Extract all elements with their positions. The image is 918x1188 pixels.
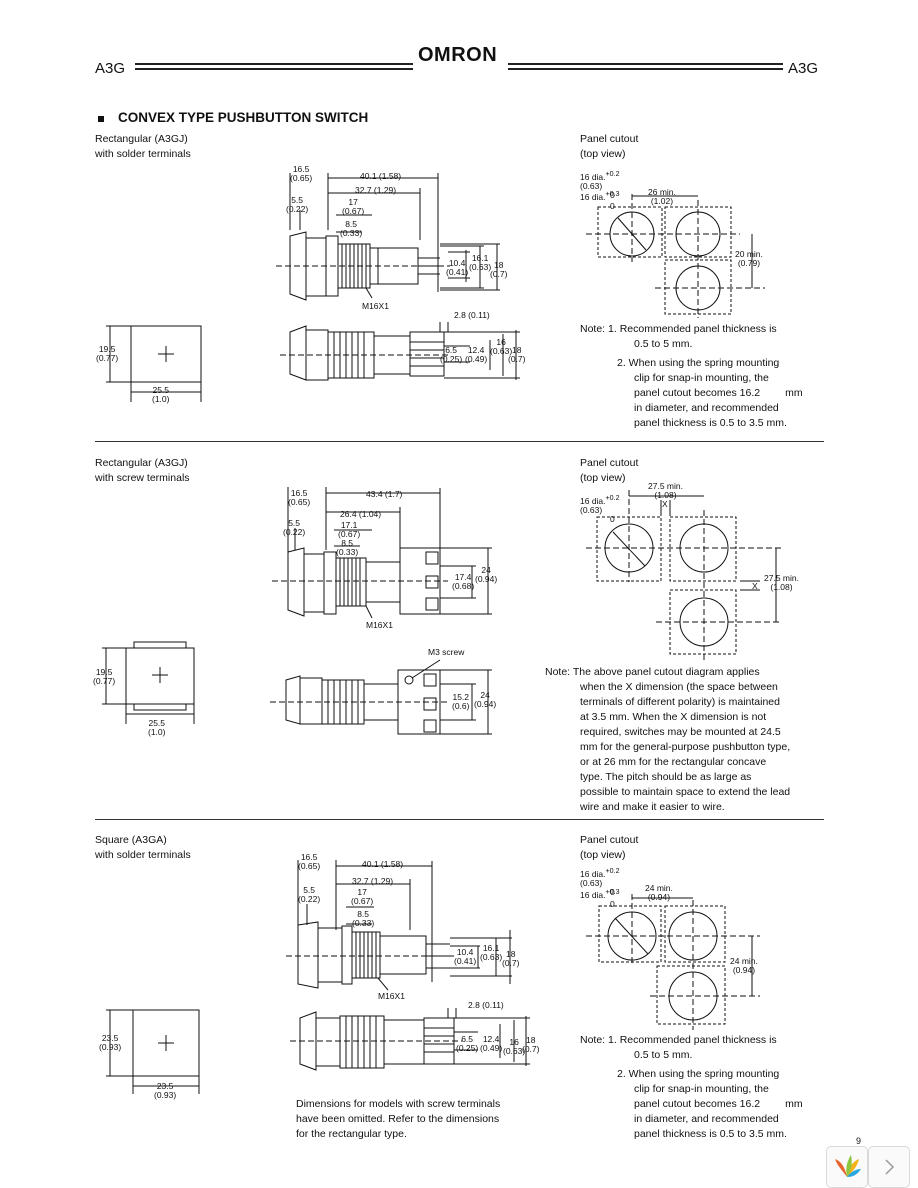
s3-label: Square (A3GA) with solder terminals: [95, 834, 191, 861]
s2-cutout-label: Panel cutout (top view): [580, 457, 639, 484]
s2-cutout-27-5: 27.5 min.(1.08): [648, 481, 683, 500]
omron-logo: OMRON: [418, 44, 498, 66]
s2-dim-8-5: 8.5(0.33): [336, 538, 359, 557]
s1-cutout-20: 20 min.(0.79): [735, 249, 763, 268]
s2-cutout-x: X: [662, 499, 668, 509]
s1-dim-16: 16(0.63): [490, 337, 513, 356]
s3-cutout-label: Panel cutout (top view): [580, 834, 639, 861]
header-rule-left: [135, 63, 413, 65]
s3-cutout-24: 24 min.(0.94): [645, 883, 673, 902]
flower-logo-icon: [835, 1155, 861, 1177]
s1-dim-16-5: 16.5(0.65): [290, 164, 313, 183]
s1-thread-label: M16X1: [362, 301, 389, 311]
s2-label: Rectangular (A3GJ) with screw terminals: [95, 457, 190, 484]
s1-front-height: 19.5(0.77): [96, 344, 119, 363]
s3-front-width: 23.5(0.93): [154, 1081, 177, 1100]
s1-label: Rectangular (A3GJ) with solder terminals: [95, 133, 191, 160]
chevron-right-icon: [885, 1159, 895, 1175]
next-page-button[interactable]: [868, 1146, 910, 1188]
header-rule-right: [508, 63, 783, 65]
s3-dim-32-7: 32.7 (1.29): [352, 876, 394, 886]
s2-dim-17-4: 17.4(0.68): [452, 572, 475, 591]
s1-dim-5-5: 5.5(0.22): [286, 195, 309, 214]
s3-cutout-16a: 16 dia.+0.2(0.63)0: [580, 867, 620, 897]
s2-dim-43-4: 43.4 (1.7): [366, 489, 403, 499]
s3-dim-12-4: 12.4(0.49): [480, 1034, 503, 1053]
s1-cutout-label: Panel cutout (top view): [580, 133, 639, 160]
section-divider-1: [95, 441, 824, 442]
header-code-right: A3G: [788, 60, 819, 77]
s3-cutout-24b: 24 min.(0.94): [730, 956, 758, 975]
s1-dim-2-8: 2.8 (0.11): [454, 310, 490, 320]
page-number: 9: [856, 1136, 862, 1146]
s2-cutout-27-5b: 27.5 min.(1.08): [764, 573, 799, 592]
header-code-left: A3G: [95, 60, 126, 77]
header-rule-left-2: [135, 68, 413, 70]
s3-dim-5-5: 5.5(0.22): [298, 885, 321, 904]
s2-front-height: 19.5(0.77): [93, 667, 116, 686]
s3-dim-2-8: 2.8 (0.11): [468, 1000, 504, 1010]
viewer-logo-button[interactable]: [826, 1146, 868, 1188]
s3-thread-label: M16X1: [378, 991, 405, 1001]
s3-front-height: 23.5(0.93): [99, 1033, 122, 1052]
s1-dim-10-4: 10.4(0.41): [446, 258, 469, 277]
s1-dim-16-1: 16.1(0.63): [469, 253, 492, 272]
s2-m3-screw: M3 screw: [428, 647, 465, 657]
s3-dim-18: 18(0.7): [502, 949, 520, 968]
s1-dim-6-5: 6.5(0.25): [440, 345, 463, 364]
s3-dim-10-4: 10.4(0.41): [454, 947, 477, 966]
s3-dim-8-5: 8.5(0.33): [352, 909, 375, 928]
s2-cutout-16a: 16 dia.+0.2(0.63)0: [580, 494, 620, 524]
s2-dim-24b: 24(0.94): [474, 690, 497, 709]
s1-front-width: 25.5(1.0): [152, 385, 170, 404]
s1-dim-12-4: 12.4(0.49): [465, 345, 488, 364]
s3-notes: Note: 1. Recommended panel thickness is …: [580, 1034, 803, 1140]
s2-dim-17-1: 17.1(0.67): [338, 520, 361, 539]
s2-dim-5-5: 5.5(0.22): [283, 518, 306, 537]
s1-dim-40-1: 40.1 (1.58): [360, 171, 402, 181]
s2-notes: Note: The above panel cutout diagram app…: [545, 666, 791, 813]
s1-dim-8-5: 8.5(0.33): [340, 219, 363, 238]
s1-dim-17: 17(0.67): [342, 197, 365, 216]
s3-dim-16: 16(0.63): [503, 1037, 526, 1056]
s1-dim-18: 18(0.7): [490, 260, 508, 279]
s3-omitted-note: Dimensions for models with screw termina…: [296, 1098, 501, 1140]
s2-thread-label: M16X1: [366, 620, 393, 630]
header-rule-right-2: [508, 68, 783, 70]
s2-cutout-xb: X: [752, 581, 758, 591]
s3-dim-18b: 18(0.7): [522, 1035, 540, 1054]
title-bullet: [98, 116, 104, 122]
s3-dim-16-5: 16.5(0.65): [298, 852, 321, 871]
s2-dim-15-2: 15.2(0.6): [452, 692, 470, 711]
s3-dim-17: 17(0.67): [351, 887, 374, 906]
s1-dim-32-7: 32.7 (1.29): [355, 185, 397, 195]
s2-dim-26-4: 26.4 (1.04): [340, 509, 382, 519]
s3-dim-16-1: 16.1(0.63): [480, 943, 503, 962]
section-title: CONVEX TYPE PUSHBUTTON SWITCH: [118, 110, 369, 125]
s1-cutout-26: 26 min.(1.02): [648, 187, 676, 206]
s3-dim-40-1: 40.1 (1.58): [362, 859, 404, 869]
s1-cutout-16a: 16 dia.+0.2(0.63)0: [580, 170, 620, 200]
s1-notes: Note: 1. Recommended panel thickness is …: [580, 323, 803, 429]
s2-dim-16-5: 16.5(0.65): [288, 488, 311, 507]
s3-dim-6-5: 6.5(0.25): [456, 1034, 479, 1053]
s2-front-width: 25.5(1.0): [148, 718, 166, 737]
s2-dim-24: 24(0.94): [475, 565, 498, 584]
section-divider-2: [95, 819, 824, 820]
s1-dim-18b: 18(0.7): [508, 345, 526, 364]
